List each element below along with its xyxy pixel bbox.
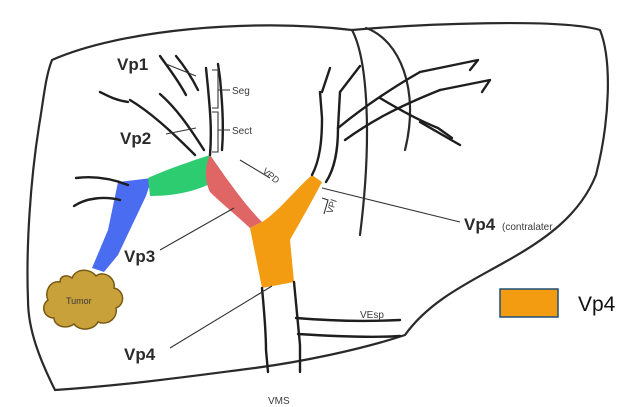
portal-segments xyxy=(92,155,322,288)
vp4-segment-orange xyxy=(250,175,322,288)
leader-lines xyxy=(160,64,460,348)
label-seg: Seg xyxy=(232,86,250,97)
label-vp4-right: Vp4 xyxy=(464,215,496,234)
tumor-label: Tumor xyxy=(66,296,92,306)
label-vp3: Vp3 xyxy=(124,247,155,266)
legend-label: Vp4 xyxy=(578,293,616,316)
tumor: Tumor xyxy=(44,270,123,329)
vp3-segment-red xyxy=(206,155,262,228)
label-vpi: VPI xyxy=(324,198,338,215)
label-vesp: VEsp xyxy=(360,310,384,321)
label-sect: Sect xyxy=(232,126,252,137)
label-vp4-bottom: Vp4 xyxy=(124,345,156,364)
label-vpd: VPD xyxy=(261,166,282,186)
label-vms: VMS xyxy=(268,396,290,407)
label-vp1: Vp1 xyxy=(117,55,148,74)
legend: Vp4 xyxy=(500,289,616,317)
legend-swatch xyxy=(500,289,558,317)
label-vp2: Vp2 xyxy=(120,129,151,148)
label-contralateral: (contralater. xyxy=(502,222,555,233)
